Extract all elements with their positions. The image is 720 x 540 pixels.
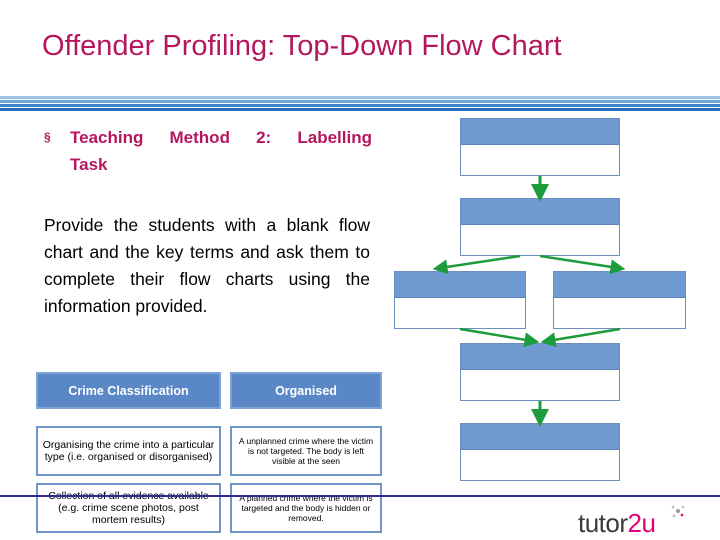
flow-box-5 (460, 423, 620, 481)
flow-box-5-header (461, 424, 619, 451)
card-unplanned-description[interactable]: A unplanned crime where the victim is no… (230, 426, 382, 476)
flow-box-1-header (461, 119, 619, 146)
flow-box-4 (460, 343, 620, 401)
footer-divider (0, 495, 720, 497)
flow-box-3-left (394, 271, 526, 329)
tutor2u-logo: tutor2u (578, 508, 656, 539)
card-planned-description[interactable]: A planned crime where the victim is targ… (230, 483, 382, 533)
flow-box-2-header (461, 199, 619, 226)
bullet-point: § Teaching Method 2: Labelling Task (44, 124, 372, 178)
arrow-left-split (432, 254, 521, 275)
bullet-marker: § (44, 130, 51, 144)
card-collection-description[interactable]: Collection of all evidence available (e.… (36, 483, 221, 533)
card-organised[interactable]: Organised (230, 372, 382, 409)
logo-sparkle-icon (671, 505, 685, 518)
title-divider (0, 96, 720, 114)
arrow-left-join (459, 327, 540, 348)
arrow-right-join (540, 327, 621, 348)
card-organising-description[interactable]: Organising the crime into a particular t… (36, 426, 221, 476)
card-crime-classification[interactable]: Crime Classification (36, 372, 221, 409)
logo-text-accent: 2u (627, 508, 656, 538)
flow-box-1 (460, 118, 620, 176)
arrow-right-split (539, 254, 626, 275)
slide-title: Offender Profiling: Top-Down Flow Chart (42, 30, 562, 62)
bullet-text-line1: Teaching Method 2: Labelling (70, 128, 372, 147)
flow-box-3-right-header (554, 272, 685, 299)
flow-box-4-header (461, 344, 619, 371)
bullet-text-line2: Task (70, 155, 108, 174)
instruction-paragraph: Provide the students with a blank flow c… (44, 215, 370, 316)
logo-text-main: tutor (578, 508, 628, 538)
flow-box-3-left-header (395, 272, 525, 299)
flow-box-2 (460, 198, 620, 256)
